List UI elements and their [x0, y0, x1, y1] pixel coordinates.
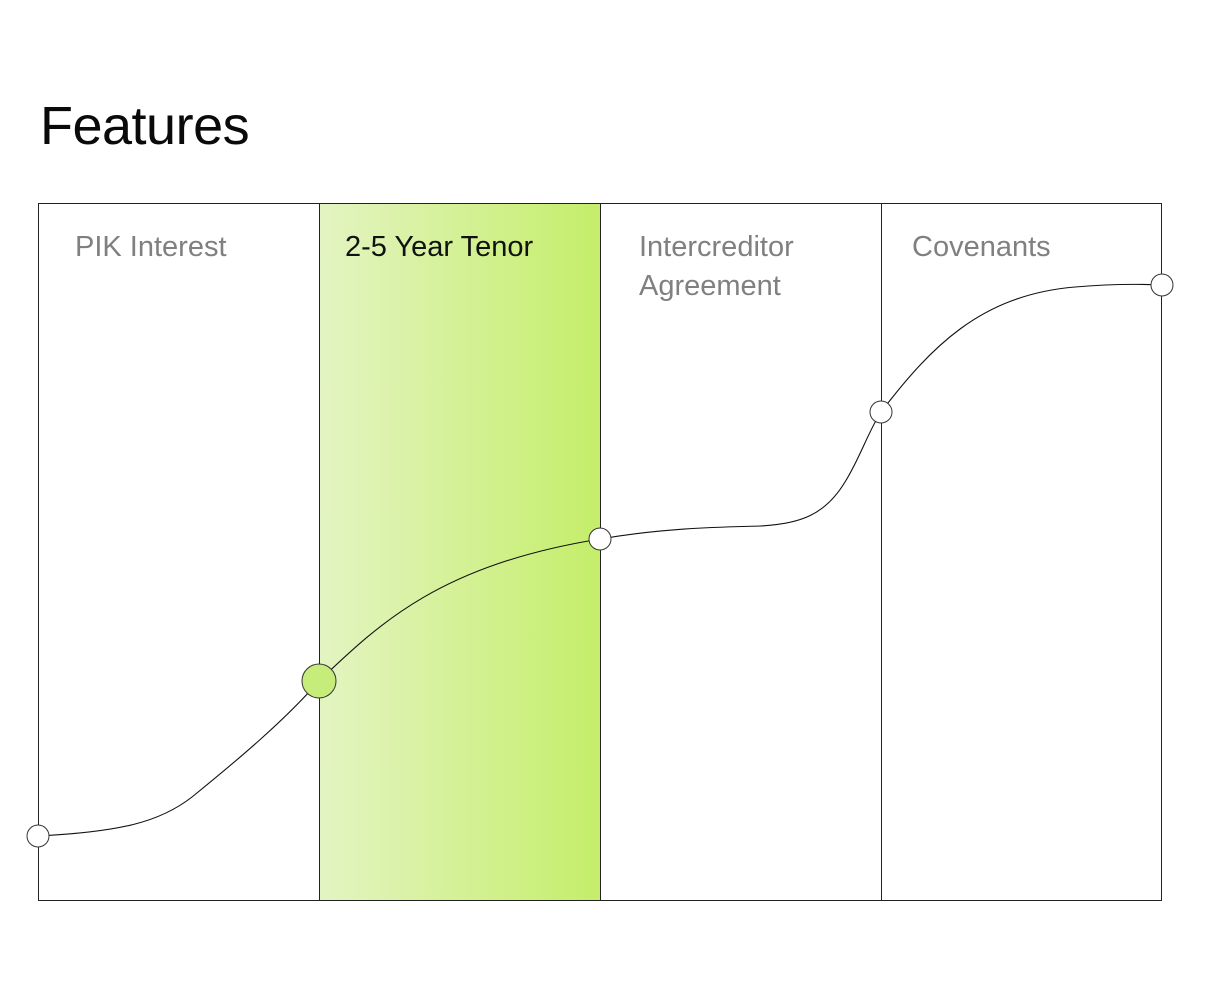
page-title: Features [40, 96, 250, 156]
feature-tab-intercreditor-agreement[interactable]: Intercreditor Agreement [600, 203, 881, 901]
features-board: PIK Interest 2-5 Year Tenor Intercredito… [38, 203, 1162, 901]
curve-node-start [26, 824, 50, 848]
feature-tab-pik-interest[interactable]: PIK Interest [38, 203, 319, 901]
feature-tab-label: 2-5 Year Tenor [345, 231, 534, 263]
progress-curve-line [37, 283, 1163, 837]
feature-tab-label: Covenants [912, 231, 1051, 263]
curve-node-end[interactable] [1150, 273, 1174, 297]
curve-node[interactable] [869, 400, 893, 424]
feature-tab-label: PIK Interest [75, 231, 227, 263]
feature-tab-covenants[interactable]: Covenants [881, 203, 1162, 901]
curve-node-active[interactable] [301, 663, 337, 699]
curve-node[interactable] [588, 527, 612, 551]
feature-tab-tenor[interactable]: 2-5 Year Tenor [319, 203, 600, 901]
feature-tab-label: Intercreditor Agreement [639, 231, 794, 302]
